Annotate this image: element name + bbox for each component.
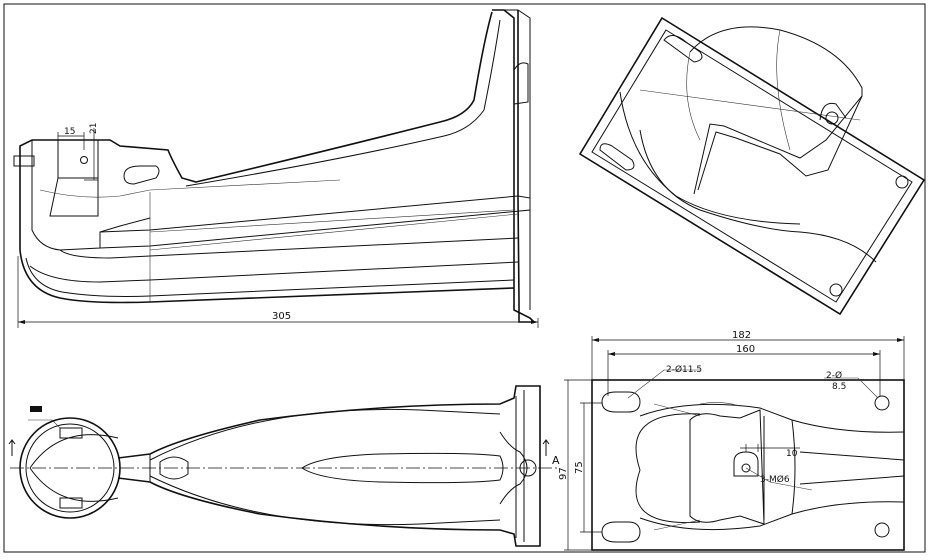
section-arrow-top — [30, 406, 42, 412]
iso-plate-outline — [578, 16, 926, 316]
top-arm-inner-top — [149, 408, 501, 461]
front-tab — [733, 451, 759, 477]
head-lip — [13, 155, 35, 167]
iso-tab-hole — [825, 111, 839, 125]
front-housing-sides — [763, 416, 796, 520]
wall-plate-outline — [492, 9, 536, 323]
arm-rib-2 — [59, 237, 519, 259]
iso-slot-2 — [599, 143, 635, 171]
dim-15-label: 15 — [64, 127, 75, 137]
slot-callout-label: 2-Ø11.5 — [666, 364, 702, 375]
slot-callout-leader — [627, 369, 700, 399]
front-arm-left-curve — [635, 413, 701, 524]
dim-160-label: 160 — [736, 344, 755, 355]
dim-75-lines — [580, 402, 602, 533]
wall-plate-flange — [504, 9, 531, 310]
iso-arm-base-curve-2 — [619, 91, 801, 225]
ring-callout — [28, 419, 61, 429]
slot-lower-left — [601, 521, 641, 543]
head-mount-block — [57, 140, 99, 179]
ring-tab-bottom — [59, 497, 83, 509]
sheet-border — [3, 3, 926, 553]
dim-97-lines — [564, 379, 592, 551]
front-arm-top — [639, 403, 905, 433]
arm-top-contour — [19, 11, 493, 250]
dim-182-label: 182 — [732, 330, 751, 341]
top-arm-cable-port — [159, 456, 189, 480]
top-arm-groove — [301, 452, 504, 484]
isometric-view — [578, 16, 926, 316]
front-arm-detail — [653, 402, 741, 531]
arm-bottom-contour — [19, 249, 515, 304]
slot-upper-left — [601, 391, 641, 413]
mount-ring-inner — [25, 423, 115, 513]
dim-75-label: 75 — [574, 461, 585, 474]
ring-inner-ribs — [29, 434, 119, 502]
front-arm-bottom — [639, 501, 905, 531]
top-plate-boss — [499, 431, 528, 505]
top-arm-inner-bottom — [149, 475, 501, 526]
section-arrow-left — [8, 439, 16, 456]
arm-rib-lines — [149, 192, 519, 302]
front-plate-outline — [591, 379, 905, 551]
top-plate-hole — [519, 459, 537, 477]
dim-15-lines — [57, 132, 85, 150]
iso-hole-2 — [829, 283, 843, 297]
mount-hole — [80, 156, 88, 164]
front-arm-ribs — [799, 451, 905, 485]
plate-tab — [513, 62, 529, 105]
top-arm-outline — [117, 385, 541, 547]
section-arrow-right — [542, 439, 550, 456]
ring-tab-top — [59, 427, 83, 439]
arm-bottom-inner — [25, 257, 515, 297]
front-tab-hole — [741, 463, 751, 473]
cable-slot — [123, 165, 160, 185]
thread-callout-label: 3-MØ6 — [760, 474, 790, 485]
top-plate-edges — [515, 390, 525, 542]
front-housing — [689, 409, 765, 525]
arm-rib-1 — [29, 261, 519, 283]
front-view: 182 160 97 75 2-Ø11.5 2-Ø 8.5 10 3-MØ6 — [558, 330, 905, 551]
dim-305-lines — [17, 256, 539, 328]
hole-upper-right — [874, 395, 890, 411]
iso-arm-base-curve — [639, 129, 877, 263]
hole-callout-leader — [824, 377, 879, 399]
dim-10-lines — [740, 444, 800, 452]
arm-top-inner — [185, 19, 501, 187]
side-view: 15 21 305 — [13, 9, 539, 328]
hole-lower-right — [874, 522, 890, 538]
dim-21-label: 21 — [89, 123, 99, 134]
iso-plate-inner — [591, 29, 913, 303]
head-outline — [31, 140, 151, 251]
top-view: A — [8, 385, 560, 547]
mount-ring-outer — [19, 417, 121, 519]
dim-305-label: 305 — [272, 311, 291, 322]
iso-slot-1 — [663, 35, 703, 63]
iso-arm-front — [697, 95, 863, 191]
thread-callout-leader — [745, 467, 813, 491]
dim-21-lines — [84, 128, 98, 181]
hole-callout-label-2: 8.5 — [832, 382, 846, 392]
dim-182-lines — [591, 336, 905, 380]
dim-10-label: 10 — [786, 449, 798, 459]
head-inner-line — [39, 179, 341, 198]
dim-97-label: 97 — [558, 467, 569, 480]
dim-160-lines — [607, 350, 881, 396]
iso-surface-lines — [639, 29, 861, 151]
iso-tab — [819, 102, 847, 121]
section-marker-label: A — [552, 454, 560, 467]
hole-callout-label-1: 2-Ø — [826, 370, 842, 381]
iso-hole-1 — [895, 175, 909, 189]
iso-arm-housing — [689, 26, 863, 195]
